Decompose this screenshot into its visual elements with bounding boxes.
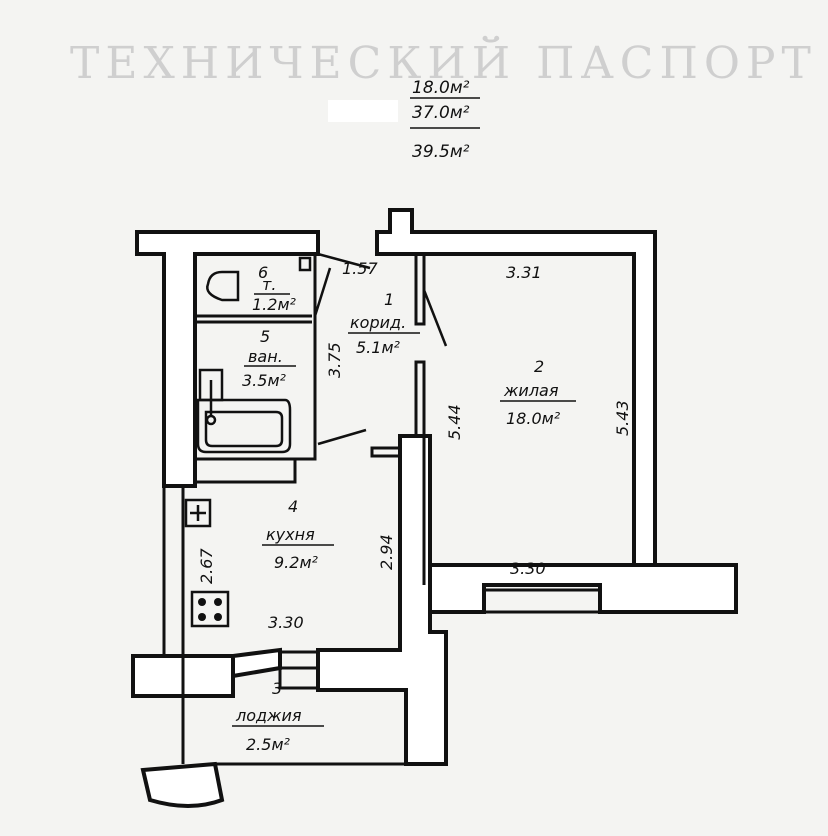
room-loggia: 3 лоджия 2.5м²: [232, 679, 324, 754]
dim-kitchen-bottom: 3.30: [268, 613, 304, 632]
area-living: 18.0м²: [412, 78, 470, 98]
bathtub-icon: [196, 398, 292, 454]
walls: [131, 208, 738, 808]
room-name: т.: [262, 275, 276, 294]
partitions: [193, 252, 448, 585]
kitchen-sink-icon: [184, 498, 212, 528]
room-kitchen: 4 кухня 9.2м²: [262, 497, 334, 572]
room-area: 9.2м²: [274, 553, 319, 572]
dim-corridor-width: 1.57: [342, 259, 378, 278]
stove-icon: [190, 590, 230, 628]
room-area: 1.2м²: [252, 295, 297, 314]
room-name: жилая: [503, 381, 559, 400]
dim-kitchen-left: 2.67: [197, 548, 216, 584]
dim-kitchen-right: 2.94: [377, 534, 396, 570]
area-total: 39.5м²: [412, 142, 470, 162]
room-area: 18.0м²: [506, 409, 561, 428]
room-area: 2.5м²: [246, 735, 291, 754]
dim-living-right: 5.43: [613, 400, 632, 436]
dim-bath-height: 3.75: [325, 342, 344, 378]
area-summary: 18.0м² 37.0м² 39.5м²: [328, 78, 480, 162]
room-name: кухня: [266, 525, 315, 544]
room-corridor: 1 корид. 5.1м²: [348, 290, 420, 357]
svg-text:2: 2: [534, 357, 544, 376]
fixtures: [184, 256, 312, 628]
room-area: 3.5м²: [242, 371, 287, 390]
dim-living-left: 5.44: [445, 404, 464, 440]
room-bathroom: 5 ван. 3.5м²: [242, 327, 296, 390]
ghost-title: ТЕХНИЧЕСКИЙ ПАСПОРТ: [70, 35, 817, 89]
dim-living-top: 3.31: [506, 263, 542, 282]
svg-text:6: 6: [258, 263, 268, 282]
room-toilet: 6 т. 1.2м²: [252, 263, 297, 314]
svg-text:5: 5: [260, 327, 270, 346]
svg-text:1: 1: [384, 290, 394, 309]
room-living: 2 жилая 18.0м²: [500, 357, 576, 428]
redaction-mark: [328, 100, 398, 122]
toilet-icon: [206, 270, 240, 302]
sink-icon: [298, 256, 312, 272]
area-total-rooms: 37.0м²: [412, 103, 470, 123]
room-area: 5.1м²: [356, 338, 401, 357]
dimensions: 1.57 3.31 3.30 3.30 5.44 5.43 3.75 2.94 …: [197, 259, 632, 632]
room-name: корид.: [350, 313, 406, 332]
dim-living-bottom: 3.30: [510, 559, 546, 578]
svg-text:3: 3: [272, 679, 282, 698]
room-name: лоджия: [235, 706, 302, 725]
room-name: ван.: [248, 347, 283, 366]
svg-text:4: 4: [288, 497, 298, 516]
